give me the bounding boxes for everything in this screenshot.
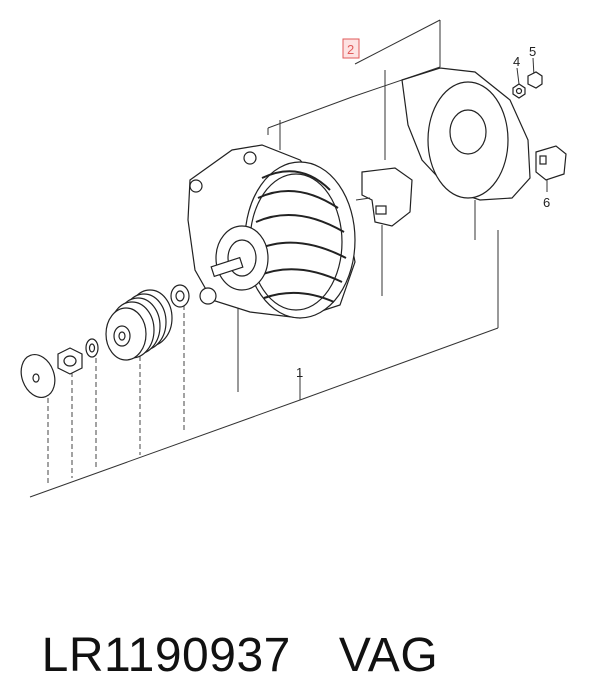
leader-lines — [47, 70, 476, 485]
voltage-regulator — [355, 167, 413, 227]
part-number: LR1190937 — [41, 629, 291, 682]
callout-1: 1 — [296, 365, 303, 380]
brand-name: VAG — [338, 629, 439, 682]
callout-4: 4 — [513, 54, 520, 69]
small-nut — [512, 83, 526, 99]
washer — [85, 338, 99, 358]
rear-cover — [401, 67, 531, 201]
svg-text:2: 2 — [347, 42, 354, 57]
exploded-parts-diagram: 1 2 4 5 6 — [20, 19, 567, 498]
callout-labels: 1 2 4 5 6 — [296, 38, 550, 380]
callout-5: 5 — [529, 44, 536, 59]
spacer-ring — [170, 284, 190, 308]
assembly-bracket — [29, 19, 499, 498]
caption: LR1190937 VAG — [14, 560, 438, 682]
pulley — [105, 289, 173, 361]
callout-6: 6 — [543, 195, 550, 210]
alternator — [187, 144, 356, 319]
cooling-fins — [255, 170, 347, 303]
callout-2: 2 — [342, 38, 360, 59]
pulley-nut — [57, 347, 83, 375]
plug-connector — [535, 145, 567, 181]
dust-cap — [20, 354, 56, 398]
screw — [527, 71, 543, 89]
